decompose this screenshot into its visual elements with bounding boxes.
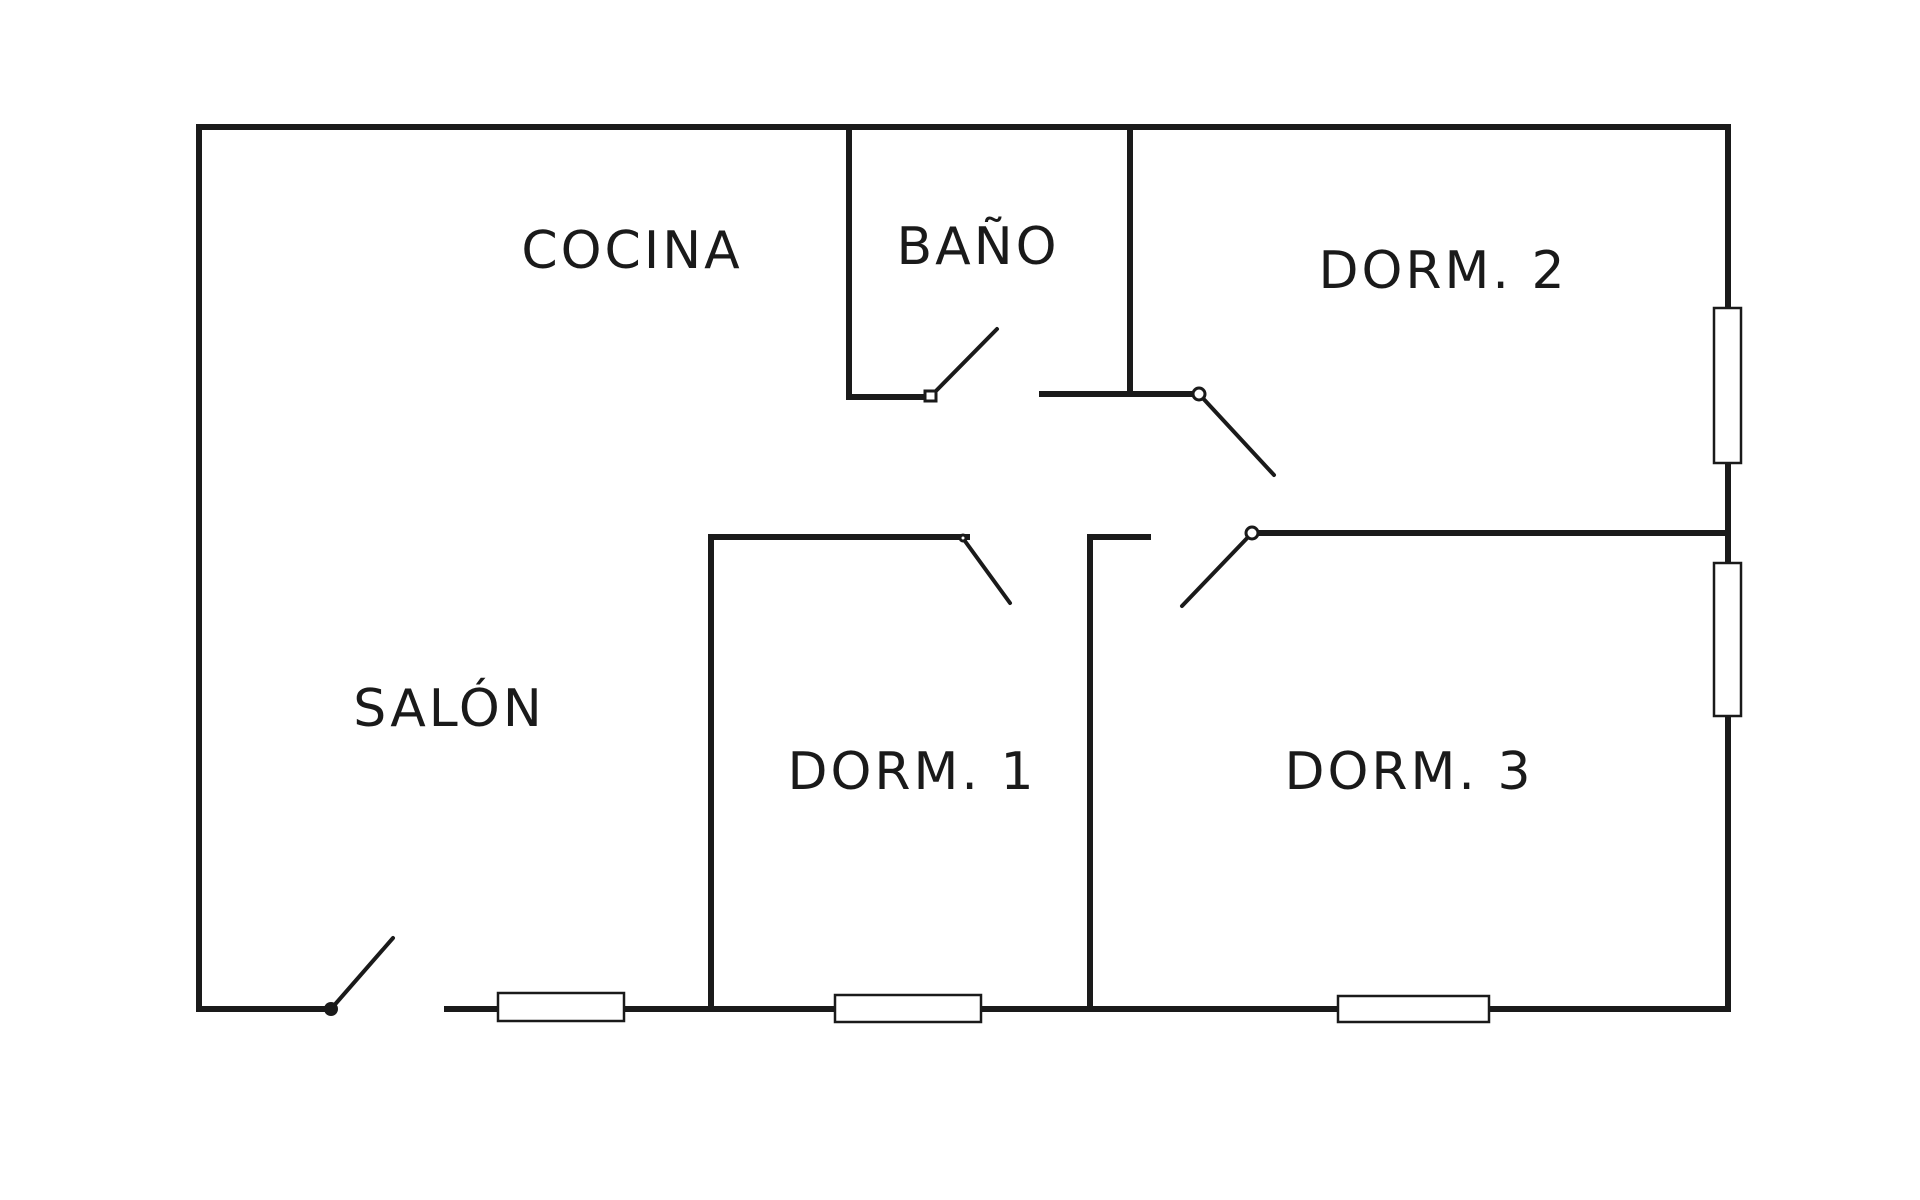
door-bathroom [923, 327, 999, 403]
room-label-cocina: COCINA [521, 221, 742, 281]
door-dorm3 [1180, 525, 1260, 608]
doors [324, 327, 1276, 1016]
room-label-dorm3: DORM. 3 [1284, 742, 1533, 802]
door-dorm2 [1191, 386, 1276, 477]
bedroom1-wall [708, 534, 970, 1012]
bedroom3-wall-left [1087, 534, 1151, 1012]
room-label-salon: SALÓN [353, 677, 545, 739]
door-hinge-icon [1244, 525, 1260, 541]
room-label-dorm2: DORM. 2 [1318, 241, 1567, 301]
window-dorm3 [1336, 994, 1491, 1024]
room-labels: COCINA BAÑO DORM. 2 SALÓN DORM. 1 DORM. … [353, 216, 1567, 802]
door-hinge-icon [324, 1002, 338, 1016]
room-label-dorm1: DORM. 1 [787, 742, 1036, 802]
window-dorm2 [1712, 306, 1743, 465]
door-entrance [324, 936, 395, 1016]
room-label-bano: BAÑO [896, 216, 1059, 277]
window-salon [496, 991, 626, 1023]
door-hinge-icon [1191, 386, 1207, 402]
door-hinge-icon [958, 533, 968, 543]
bathroom-wall-left [846, 124, 933, 400]
door-dorm1 [958, 533, 1012, 605]
window-dorm1 [833, 993, 983, 1024]
windows [496, 306, 1743, 1024]
door-hinge-icon [923, 389, 938, 403]
interior-walls [708, 124, 1731, 1012]
window-dorm3-side [1712, 561, 1743, 718]
